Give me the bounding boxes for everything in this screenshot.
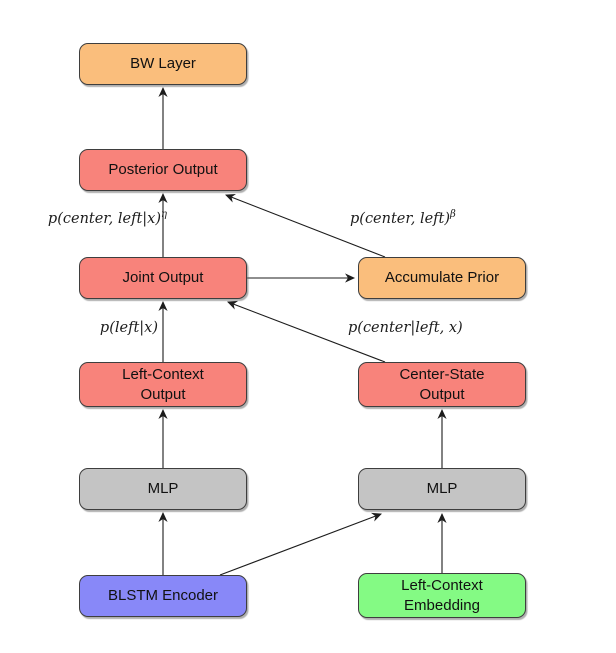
node-label-line1: Left-Context [401, 577, 483, 595]
node-accumulate-prior: Accumulate Prior [358, 257, 526, 299]
node-joint-output: Joint Output [79, 257, 247, 299]
node-label-line1: Left-Context [122, 366, 204, 384]
node-label: Posterior Output [108, 161, 218, 179]
node-label-line1: Center-State [399, 366, 485, 384]
math-sup: β [450, 209, 456, 221]
node-label-line2: Output [140, 385, 186, 403]
math-base: p(center|left, x) [348, 320, 463, 336]
node-bw-layer: BW Layer [79, 43, 247, 85]
node-mlp-left: MLP [79, 468, 247, 510]
node-label: Accumulate Prior [384, 269, 500, 287]
math-base: p(left|x) [99, 320, 158, 336]
edge-label-posterior-weight: p(center, left|x)η [47, 209, 167, 227]
node-label-line2: Output [419, 385, 465, 403]
node-label-line2: Embedding [404, 596, 480, 614]
node-label: MLP [147, 480, 179, 498]
node-left-context-output: Left-Context Output [79, 362, 247, 407]
math-base: p(center, left) [350, 211, 451, 227]
math-base: p(center, left|x) [47, 211, 161, 227]
node-label: BW Layer [130, 55, 196, 73]
node-mlp-right: MLP [358, 468, 526, 510]
node-center-state-output: Center-State Output [358, 362, 526, 407]
math-sup: η [161, 209, 167, 221]
node-label: Joint Output [122, 269, 204, 287]
node-left-context-embedding: Left-Context Embedding [358, 573, 526, 618]
edge-label-prior-weight: p(center, left)β [350, 209, 456, 227]
edge-blstm-to-mlp-right [219, 512, 382, 576]
node-posterior-output: Posterior Output [79, 149, 247, 191]
node-blstm-encoder: BLSTM Encoder [79, 575, 247, 617]
node-label: BLSTM Encoder [107, 587, 219, 605]
edge-label-left-given-x: p(left|x) [100, 320, 158, 336]
edge-label-center-given-left-x: p(center|left, x) [348, 320, 463, 336]
node-label: MLP [426, 480, 458, 498]
